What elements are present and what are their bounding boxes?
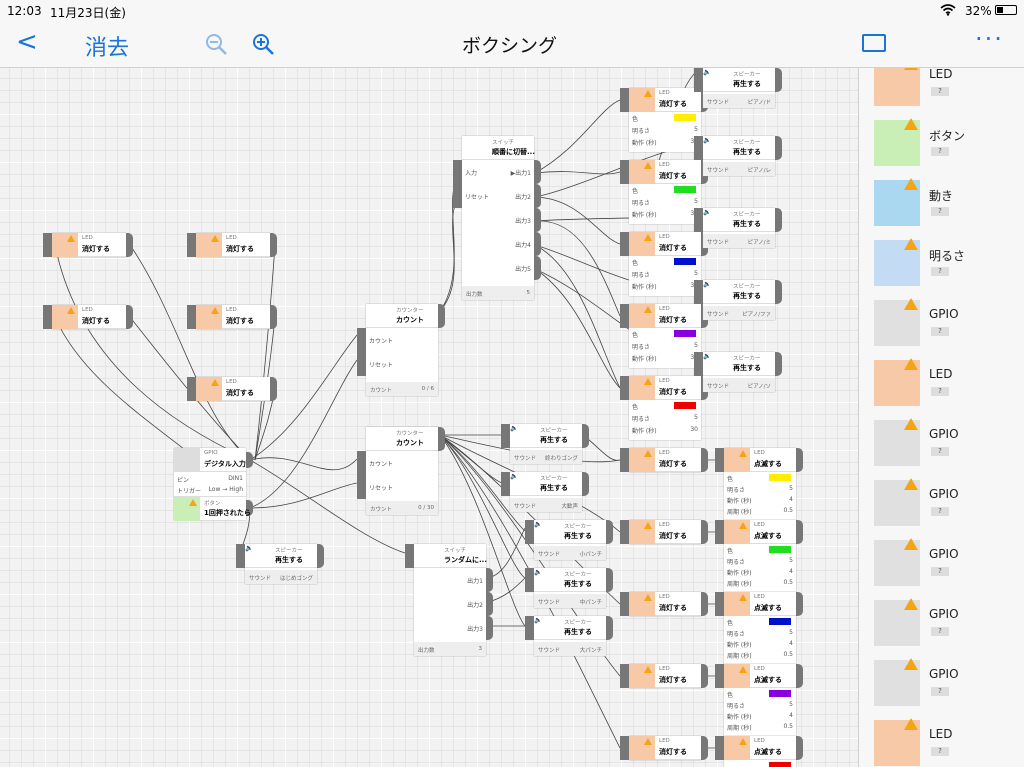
speaker-block[interactable]: 🔈スピーカー再生するサウンドピアノ/ファ <box>694 280 782 320</box>
switch-icon <box>414 544 440 568</box>
speaker-block[interactable]: 🔈スピーカー再生するサウンド小パンチ <box>525 520 613 560</box>
speaker-icon: 🔈 <box>245 544 254 552</box>
battery-percent: 32% <box>965 4 992 18</box>
zoom-out-icon[interactable] <box>205 33 229 57</box>
counter-icon <box>366 304 392 328</box>
status-bar: 12:03 11月23日(金) 32% <box>0 0 1024 22</box>
status-date: 11月23日(金) <box>50 6 126 20</box>
led-icon <box>874 68 920 106</box>
speaker-icon: 🔈 <box>534 520 543 528</box>
speaker-icon: 🔈 <box>534 568 543 576</box>
speaker-block[interactable]: 🔈スピーカー再生するサウンドピアノ/レ <box>694 136 782 176</box>
palette-item-gpio[interactable]: GPIO? <box>874 598 1014 650</box>
more-icon[interactable]: ··· <box>975 25 1004 53</box>
speaker-icon: 🔈 <box>703 352 712 360</box>
palette-item-led[interactable]: LED? <box>874 358 1014 410</box>
block-palette: LED? ボタン? 動き? 明るさ? GPIO? LED? GPIO? GPIO… <box>858 68 1024 767</box>
nav-bar: < 消去 ボクシング ··· <box>0 22 1024 68</box>
sequential-switch-block[interactable]: スイッチ順番に切替... 入力▶出力1 リセット出力2 出力3 出力4 出力5 … <box>453 136 541 300</box>
battery-icon <box>995 5 1017 15</box>
gpio-icon <box>174 448 200 472</box>
back-button[interactable]: < <box>16 27 38 57</box>
palette-item-gpio[interactable]: GPIO? <box>874 478 1014 530</box>
status-time: 12:03 <box>7 4 42 18</box>
palette-item-gpio[interactable]: GPIO? <box>874 298 1014 350</box>
speaker-icon: 🔈 <box>703 68 712 76</box>
palette-item-button[interactable]: ボタン? <box>874 118 1014 170</box>
speaker-block[interactable]: 🔈スピーカー再生するサウンドピアノ/ミ <box>694 208 782 248</box>
speaker-icon: 🔈 <box>703 208 712 216</box>
palette-item-motion[interactable]: 動き? <box>874 178 1014 230</box>
speaker-icon: 🔈 <box>703 280 712 288</box>
clear-button[interactable]: 消去 <box>85 36 130 61</box>
speaker-icon: 🔈 <box>510 424 519 432</box>
counter-icon <box>366 427 392 451</box>
speaker-block[interactable]: 🔈スピーカー再生するサウンドピアノ/ド <box>694 68 782 108</box>
speaker-block[interactable]: 🔈スピーカー再生するサウンド大パンチ <box>525 616 613 656</box>
palette-item-gpio[interactable]: GPIO? <box>874 658 1014 710</box>
speaker-icon: 🔈 <box>534 616 543 624</box>
speaker-block[interactable]: 🔈スピーカー再生するサウンド終わりゴング <box>501 424 589 464</box>
speaker-icon: 🔈 <box>703 136 712 144</box>
speaker-icon: 🔈 <box>510 472 519 480</box>
palette-item-gpio[interactable]: GPIO? <box>874 538 1014 590</box>
speaker-block[interactable]: 🔈スピーカー再生するサウンド大歓声 <box>501 472 589 512</box>
page-title: ボクシング <box>462 35 558 57</box>
speaker-block[interactable]: 🔈スピーカー再生するサウンド中パンチ <box>525 568 613 608</box>
palette-item-led[interactable]: LED? <box>874 718 1014 767</box>
palette-item-gpio[interactable]: GPIO? <box>874 418 1014 470</box>
speaker-block[interactable]: 🔈スピーカー再生する サウンドはじめゴング <box>236 544 324 584</box>
zoom-in-icon[interactable] <box>252 33 276 57</box>
palette-item-led[interactable]: LED? <box>874 68 1014 110</box>
wifi-icon <box>940 4 956 16</box>
palette-item-brightness[interactable]: 明るさ? <box>874 238 1014 290</box>
speaker-block[interactable]: 🔈スピーカー再生するサウンドピアノ/ソ <box>694 352 782 392</box>
switch-icon <box>462 136 488 160</box>
panel-toggle-icon[interactable] <box>862 34 886 52</box>
